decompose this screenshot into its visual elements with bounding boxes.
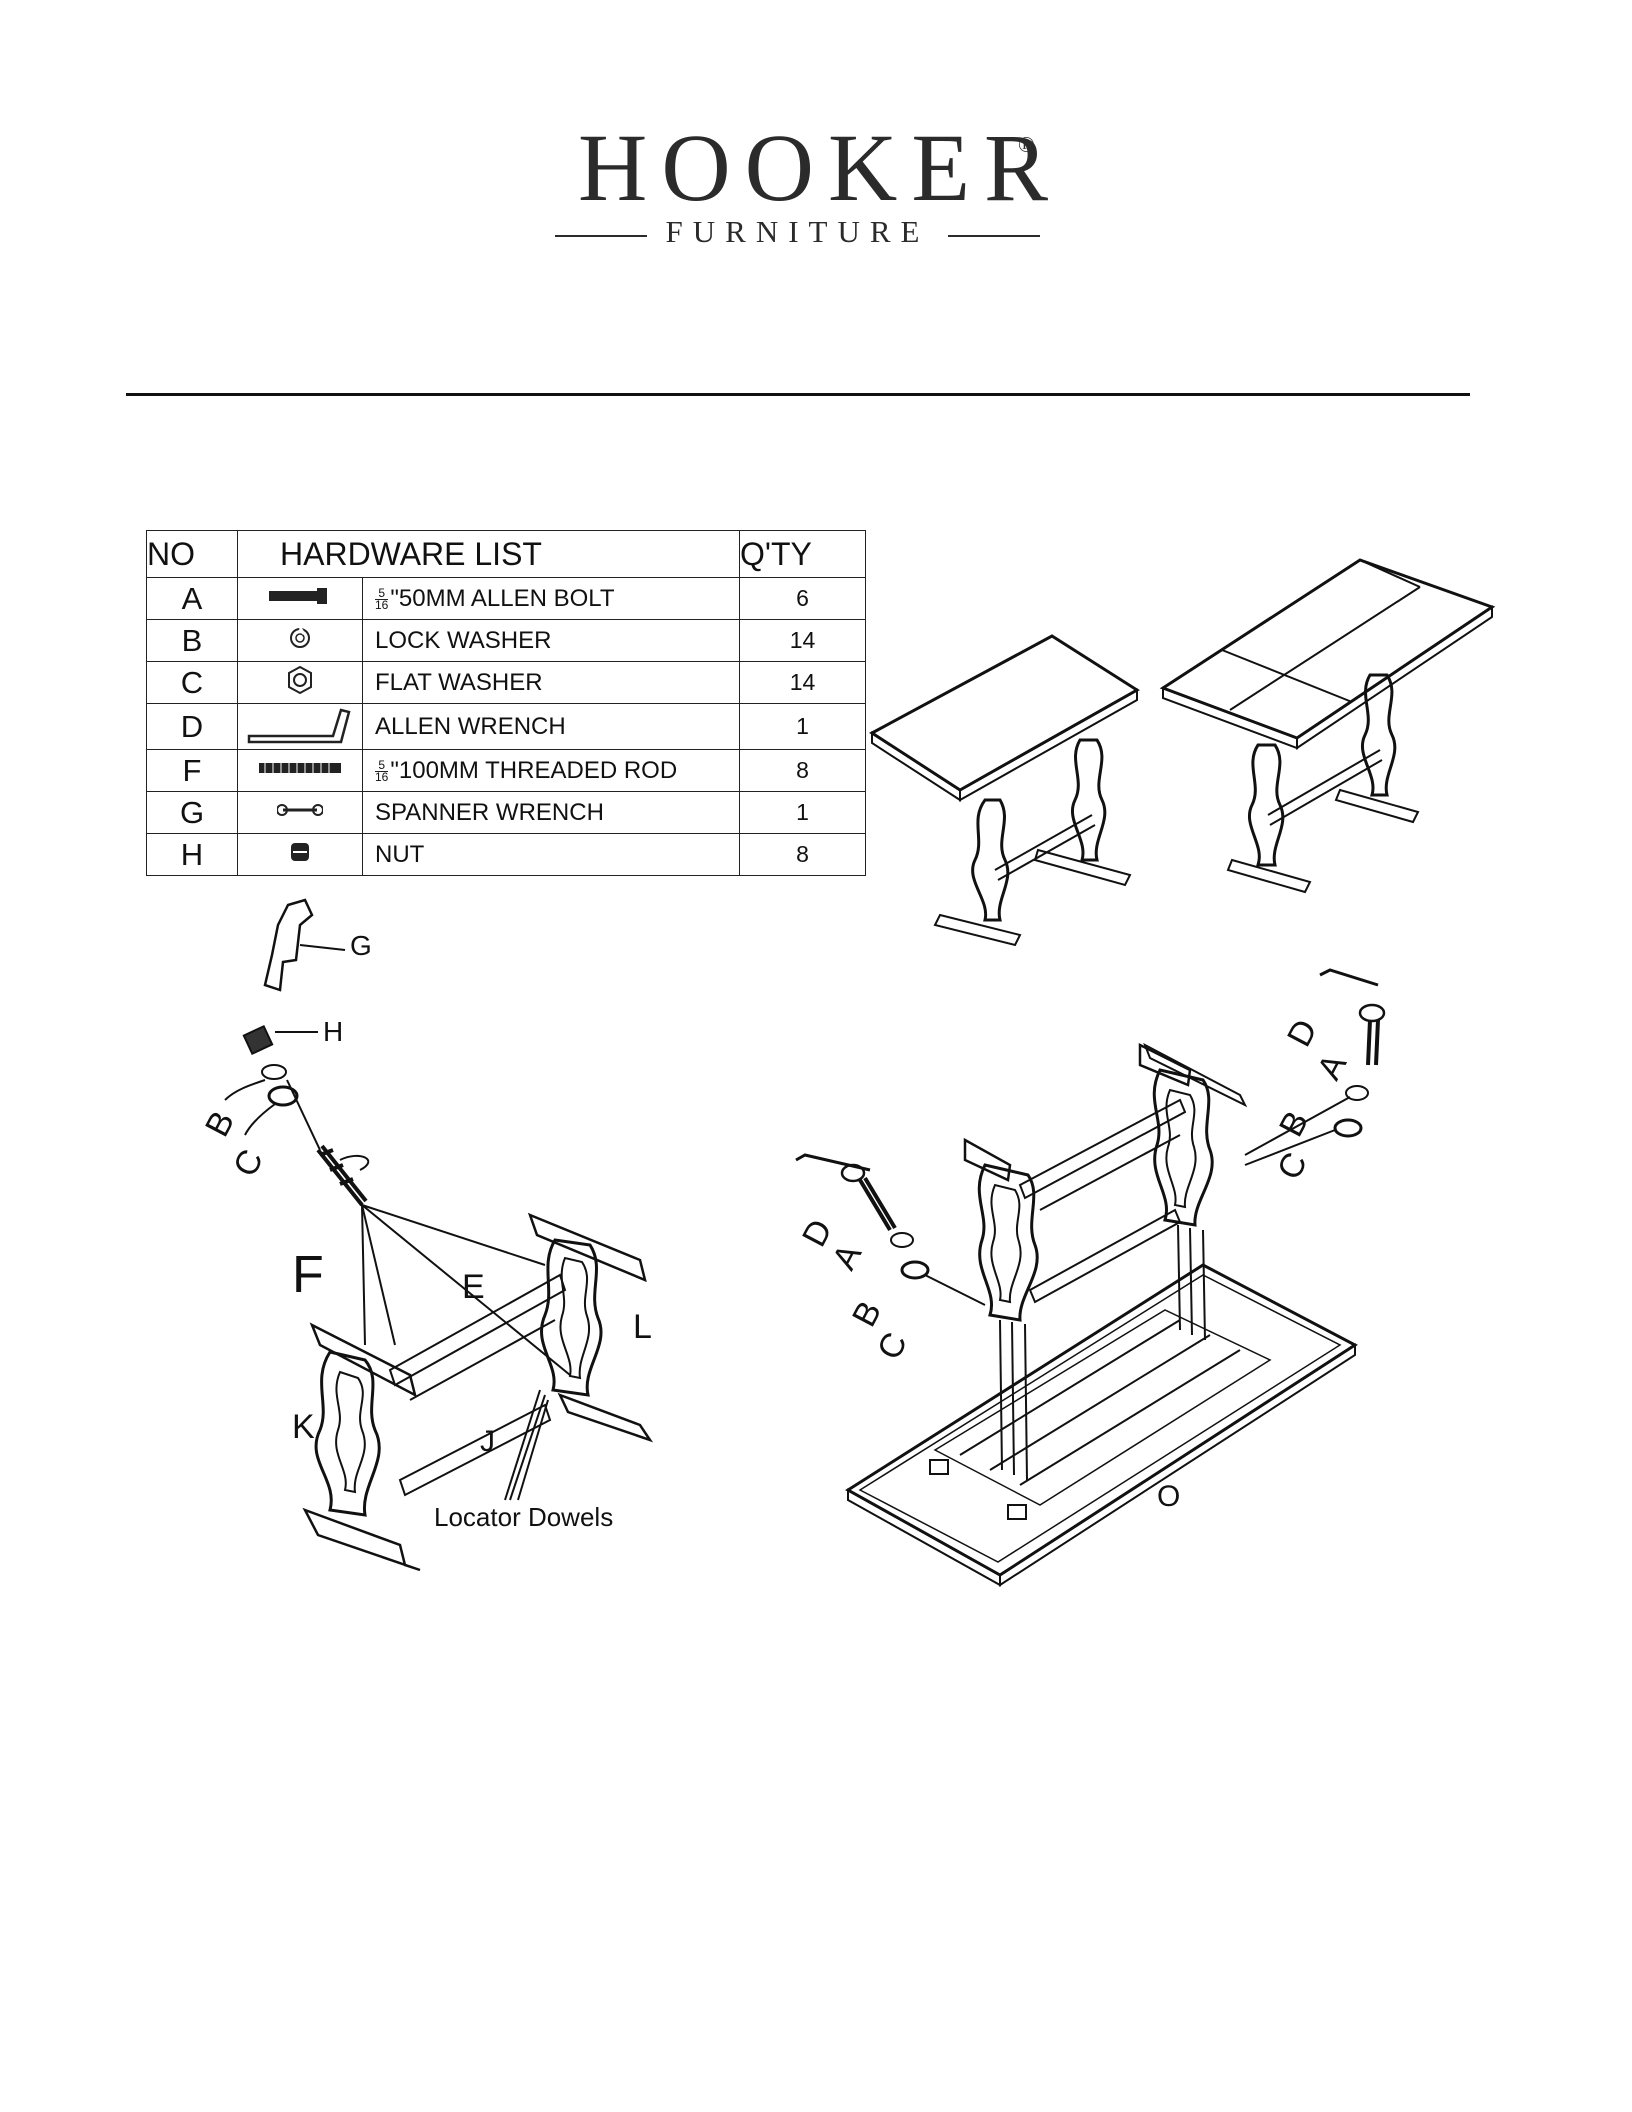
base-assembly-exploded bbox=[225, 900, 650, 1570]
label-o: O bbox=[1157, 1480, 1180, 1514]
label-f: F bbox=[292, 1245, 324, 1305]
label-k: K bbox=[292, 1408, 315, 1447]
base-on-tabletop bbox=[796, 970, 1384, 1585]
label-l: L bbox=[633, 1308, 652, 1347]
table-extended-illustration bbox=[1163, 560, 1492, 892]
label-j: J bbox=[480, 1425, 495, 1459]
label-locator-dowels: Locator Dowels bbox=[434, 1502, 613, 1533]
label-e: E bbox=[462, 1268, 485, 1307]
label-h: H bbox=[323, 1016, 343, 1048]
label-g: G bbox=[350, 930, 372, 962]
table-closed-illustration bbox=[872, 636, 1137, 945]
